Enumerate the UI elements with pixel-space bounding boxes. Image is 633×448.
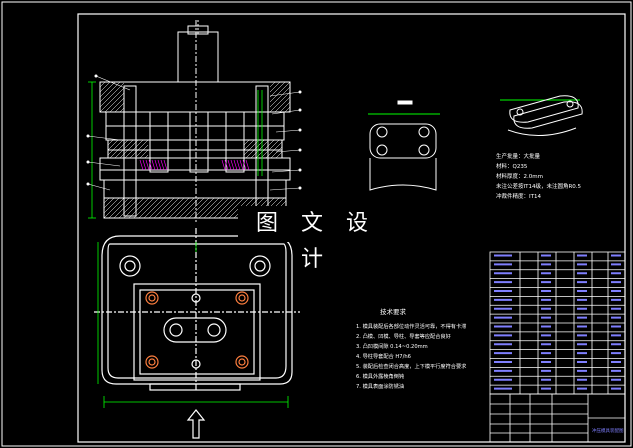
part-note-line: 材料厚度：2.0mm <box>496 172 543 180</box>
tech-requirement-item: 1. 模具装配后各部位动作灵活可靠，不得有卡滞 <box>356 322 466 330</box>
plan-view <box>94 228 300 392</box>
front-view-dimensions <box>88 81 263 219</box>
drawing-frame-inner <box>77 13 626 443</box>
front-view-part-leaders <box>86 74 302 191</box>
plan-view-dimensions <box>97 242 289 408</box>
tech-requirements: 技术要求 1. 模具装配后各部位动作灵活可靠，不得有卡滞 2. 凸模、凹模、导柱、导… <box>356 307 467 390</box>
tech-requirement-item: 5. 装配后检查闭合高度，上下模平行度符合要求 <box>356 362 467 370</box>
part-drawing-view <box>368 100 440 191</box>
part-note-line: 未注公差按IT14级，未注圆角R0.5 <box>496 182 582 190</box>
title-block-label: 冲压模具装配图 <box>592 427 624 434</box>
tech-requirement-item: 2. 凸模、凹模、导柱、导套等应配合良好 <box>356 332 451 340</box>
watermark: 图 文 设 计 <box>238 206 394 272</box>
tech-requirement-item: 4. 导柱导套配合 H7/h6 <box>356 352 411 360</box>
tech-requirement-item: 6. 模具外露棱角倒钝 <box>356 372 404 380</box>
direction-arrow <box>186 409 206 439</box>
tech-requirements-title: 技术要求 <box>380 307 407 316</box>
part-note-line: 材料：Q235 <box>496 162 528 170</box>
part-iso-view <box>500 95 583 137</box>
part-note-line: 生产批量：大批量 <box>496 152 541 160</box>
tech-requirement-item: 7. 模具表面涂防锈油 <box>356 382 404 390</box>
plan-view-bushings <box>145 291 249 369</box>
front-section-view <box>99 20 291 224</box>
parts-list-table <box>489 251 626 395</box>
tech-requirement-item: 3. 凸凹模间隙 0.14~0.20mm <box>356 342 428 350</box>
title-block <box>489 393 626 443</box>
part-note-line: 冲裁件精度：IT14 <box>496 192 541 200</box>
